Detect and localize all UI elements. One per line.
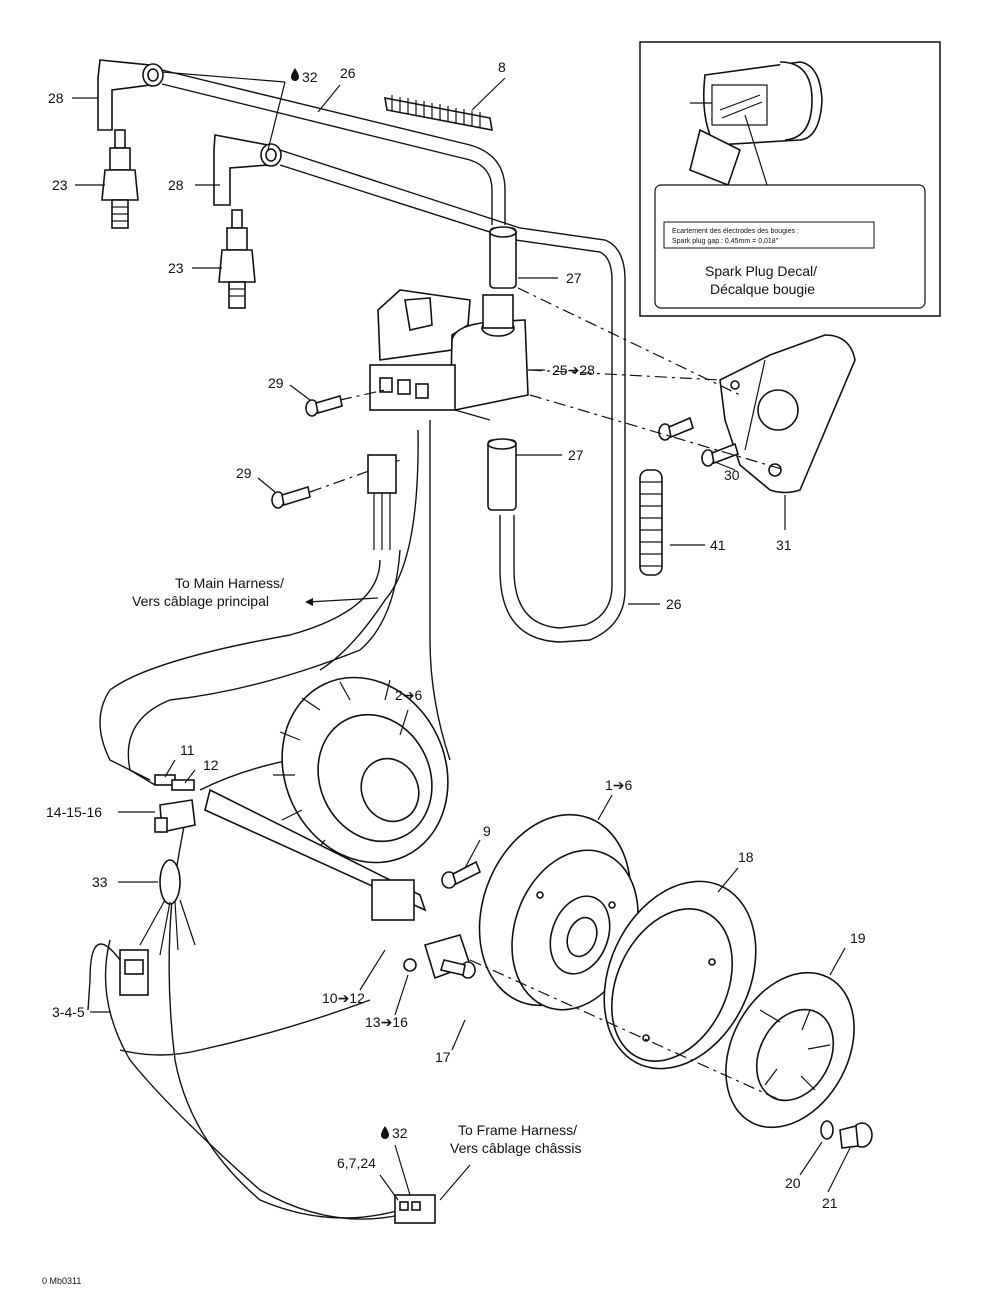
harness-wires bbox=[99, 420, 451, 1220]
magneto-flywheel bbox=[478, 813, 639, 1011]
frame-harness-connector bbox=[394, 1194, 436, 1224]
callout-10-12: 10➔12 bbox=[322, 990, 365, 1006]
bolts-30 bbox=[658, 416, 739, 467]
screw-17 bbox=[439, 959, 476, 979]
callout-21: 21 bbox=[822, 1195, 838, 1211]
spark-plug-upper bbox=[101, 129, 139, 229]
figure-code: 0 Mb0311 bbox=[42, 1276, 81, 1286]
callout-41: 41 bbox=[710, 537, 726, 553]
callout-27a: 27 bbox=[566, 270, 582, 286]
wire-boot-27-lower bbox=[487, 438, 517, 511]
ignition-coil bbox=[369, 289, 529, 421]
callout-6-7-24: 6,7,24 bbox=[337, 1155, 376, 1171]
screw-29-lower bbox=[271, 485, 311, 509]
crank-axis-line bbox=[469, 959, 781, 1101]
callout-17: 17 bbox=[435, 1049, 451, 1065]
sleeve-41 bbox=[639, 469, 663, 576]
main-harness-note-line-2: Vers câblage principal bbox=[132, 593, 269, 609]
callout-29a: 29 bbox=[268, 375, 284, 391]
screw-29-upper bbox=[305, 394, 343, 417]
main-harness-note-line-1: To Main Harness/ bbox=[175, 575, 284, 591]
small-connectors bbox=[154, 774, 196, 833]
callout-27b: 27 bbox=[568, 447, 584, 463]
callout-32a: 32 bbox=[302, 69, 318, 85]
callout-30: 30 bbox=[724, 467, 740, 483]
decal-plug-cap-illustration bbox=[689, 61, 823, 189]
mounting-bracket-31 bbox=[719, 334, 856, 494]
starter-cup-19 bbox=[725, 971, 855, 1129]
washer-20 bbox=[820, 1120, 834, 1140]
frame-harness-note-line-2: Vers câblage châssis bbox=[450, 1140, 582, 1156]
coil-connector bbox=[367, 454, 397, 550]
callout-26a: 26 bbox=[340, 65, 356, 81]
stator-assembly bbox=[273, 676, 449, 864]
spring-part-8 bbox=[384, 95, 493, 132]
stator-bar-and-pickup bbox=[204, 788, 472, 980]
adhesive-drop-icon-2 bbox=[381, 1126, 389, 1139]
callout-26b: 26 bbox=[666, 596, 682, 612]
callout-31: 31 bbox=[776, 537, 792, 553]
callout-13-16: 13➔16 bbox=[365, 1014, 408, 1030]
ring-gear-18 bbox=[603, 880, 757, 1070]
callout-25-28: 25➔28 bbox=[552, 362, 595, 378]
spark-plug-decal-inset: 22 Ecartement des électrodes des bougies… bbox=[639, 41, 941, 317]
frame-harness-note-line-1: To Frame Harness/ bbox=[458, 1122, 577, 1138]
screw-9 bbox=[441, 860, 482, 889]
callout-2-6: 2➔6 bbox=[395, 687, 423, 703]
callout-20: 20 bbox=[785, 1175, 801, 1191]
spark-plug-lower bbox=[218, 209, 256, 309]
callout-28a: 28 bbox=[48, 90, 64, 106]
callout-29b: 29 bbox=[236, 465, 252, 481]
decal-text-line-1: Ecartement des électrodes des bougies : bbox=[672, 228, 799, 235]
bolt-21 bbox=[839, 1122, 873, 1149]
callout-23a: 23 bbox=[52, 177, 68, 193]
decal-title-line-1: Spark Plug Decal/ bbox=[705, 263, 817, 279]
high-tension-wires bbox=[161, 69, 626, 643]
decal-text-line-2: Spark plug gap : 0,45mm = 0,018" bbox=[672, 238, 779, 245]
leader-lines bbox=[72, 71, 851, 1201]
callout-23b: 23 bbox=[168, 260, 184, 276]
callout-9: 9 bbox=[483, 823, 491, 839]
callout-11: 11 bbox=[180, 742, 195, 758]
callout-8: 8 bbox=[498, 59, 506, 75]
adhesive-drop-icon bbox=[291, 68, 299, 81]
callout-19: 19 bbox=[850, 930, 866, 946]
callout-32b: 32 bbox=[392, 1125, 408, 1141]
callout-28b: 28 bbox=[168, 177, 184, 193]
spark-plug-cap-upper bbox=[97, 59, 164, 131]
decal-title-line-2: Décalque bougie bbox=[710, 281, 815, 297]
callout-14-15-16: 14-15-16 bbox=[46, 804, 102, 820]
spark-plug-cap-lower bbox=[213, 134, 282, 206]
callout-33: 33 bbox=[92, 874, 108, 890]
wire-tie-33 bbox=[139, 859, 196, 956]
wire-boot-27-upper bbox=[489, 226, 517, 289]
callout-18: 18 bbox=[738, 849, 754, 865]
connector-3-4-5 bbox=[87, 943, 149, 1011]
callout-3-4-5: 3-4-5 bbox=[52, 1004, 85, 1020]
callout-1-6: 1➔6 bbox=[605, 777, 633, 793]
callout-12: 12 bbox=[203, 757, 219, 773]
